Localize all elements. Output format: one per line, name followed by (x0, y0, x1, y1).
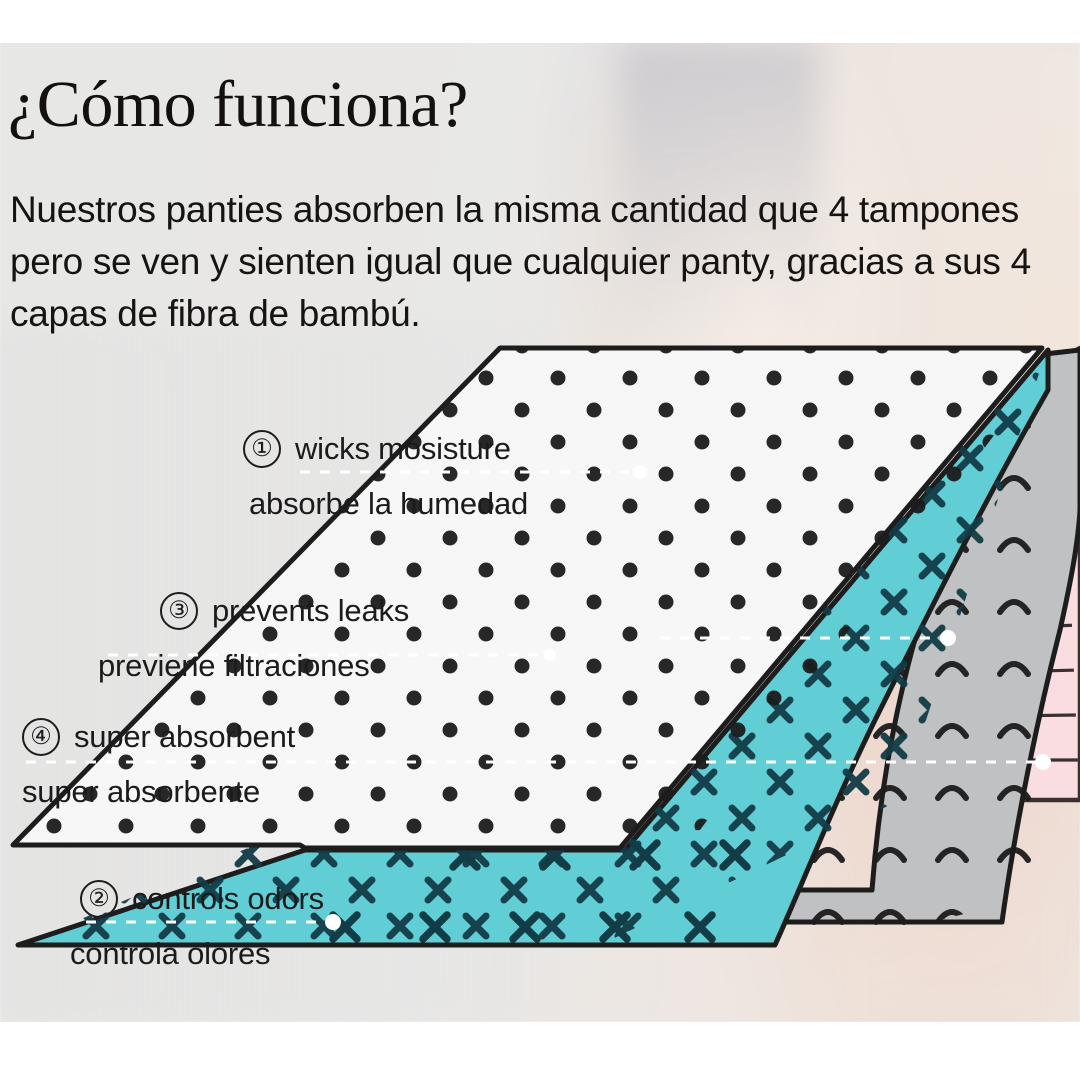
callout-english-3: prevents leaks (212, 593, 410, 628)
layer-diagram (10, 345, 1080, 948)
intro-paragraph: Nuestros panties absorben la misma canti… (10, 189, 1031, 334)
callout-leader-dots (325, 465, 1051, 930)
callout-super-absorbent: ④ super absorbent super absorbente (22, 718, 295, 810)
top-white-margin (0, 0, 1080, 43)
callout-english-1: wicks mosisture (295, 431, 511, 466)
callout-spanish-1: absorbe la humedad (249, 486, 529, 521)
callout-spanish-3: previene filtraciones (98, 648, 370, 683)
callout-prevents-leaks: ③ prevents leaks previene filtraciones (98, 592, 410, 684)
callout-spanish-4: super absorbente (22, 774, 261, 809)
callout-number-1: ① (243, 430, 281, 468)
callout-english-2: controls odors (132, 881, 324, 916)
callout-leader-lines (26, 470, 1045, 924)
callout-spanish-2: controla olores (70, 936, 271, 971)
callout-number-4: ④ (22, 718, 60, 756)
callout-english-4: super absorbent (74, 719, 296, 754)
callout-controls-odors: ② controls odors controla olores (70, 880, 324, 972)
bottom-white-margin (0, 1022, 1080, 1080)
callout-number-2: ② (80, 880, 118, 918)
page-title: ¿Cómo funciona? (8, 68, 468, 141)
callout-wicks-moisture: ① wicks mosisture absorbe la humedad (243, 430, 528, 522)
callout-number-3: ③ (160, 592, 198, 630)
